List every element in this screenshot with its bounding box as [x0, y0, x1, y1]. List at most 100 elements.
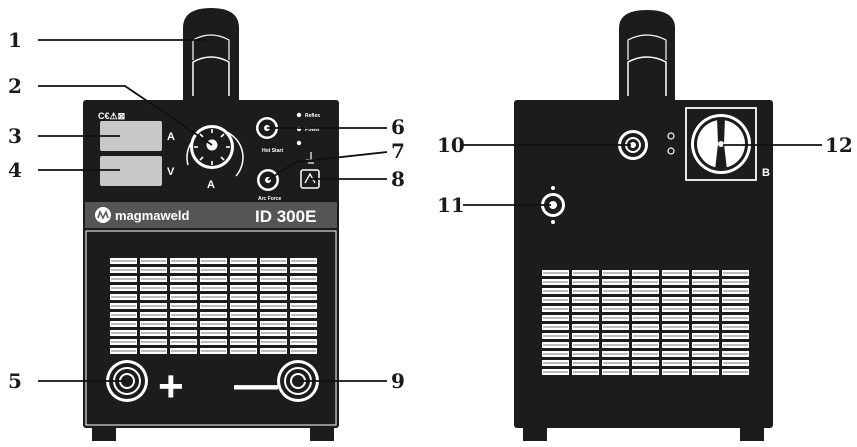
current-display-unit: A	[167, 131, 175, 143]
vent-slat	[111, 260, 136, 262]
vent-slat	[633, 344, 658, 346]
vent-slat	[261, 296, 286, 298]
front-vent-grid	[110, 258, 317, 354]
vent-slat	[603, 308, 628, 310]
front-lower-panel	[85, 230, 337, 426]
vent-slat	[663, 281, 688, 283]
vent-slat	[291, 287, 316, 289]
vent-slat	[231, 269, 256, 271]
vent-slat	[573, 335, 598, 337]
vent-slat	[693, 353, 718, 355]
vent-slat	[723, 272, 748, 274]
vent-slat	[633, 290, 658, 292]
vent-slat	[663, 308, 688, 310]
vent-slat	[723, 344, 748, 346]
vent-slat	[291, 332, 316, 334]
front-foot-left	[92, 427, 116, 441]
vent-slat	[201, 278, 226, 280]
vent-slat	[633, 281, 658, 283]
vent-slat	[543, 281, 568, 283]
vent-slat	[171, 314, 196, 316]
vent-slat	[603, 353, 628, 355]
vent-slat	[543, 326, 568, 328]
callout-2: 2	[8, 74, 213, 146]
vent-slat	[261, 278, 286, 280]
vent-slat	[141, 269, 166, 271]
vent-slat	[141, 332, 166, 334]
vent-slat	[573, 362, 598, 364]
vent-slat	[573, 281, 598, 283]
led-reflex-label: Reflex	[305, 113, 320, 119]
vent-slat	[141, 287, 166, 289]
vent-slat	[111, 314, 136, 316]
minus-symbol: —	[234, 360, 278, 409]
vent-slat	[201, 323, 226, 325]
model-name: ID 300E	[255, 207, 316, 226]
vent-slat	[201, 341, 226, 343]
callout-1: 1	[8, 28, 205, 52]
vent-slat	[231, 278, 256, 280]
vent-slat	[291, 278, 316, 280]
vent-slat	[633, 353, 658, 355]
vent-slat	[291, 314, 316, 316]
vent-slat	[603, 326, 628, 328]
vent-slat	[633, 308, 658, 310]
vent-slat	[141, 350, 166, 352]
callout-12: 12	[723, 133, 853, 157]
vent-slat	[723, 308, 748, 310]
vent-slat	[543, 371, 568, 373]
callout-6: 6	[267, 115, 405, 139]
vent-slat	[633, 299, 658, 301]
front-unit: C€⚠⊠ A V A	[83, 8, 339, 441]
vent-slat	[723, 317, 748, 319]
vent-slat	[573, 299, 598, 301]
callout-2-label: 2	[8, 74, 22, 98]
vent-slat	[633, 335, 658, 337]
vent-slat	[171, 323, 196, 325]
callout-8: 8	[310, 167, 405, 191]
callout-9: 9	[300, 369, 405, 393]
callout-8-label: 8	[391, 167, 405, 191]
vent-slat	[231, 305, 256, 307]
vent-slat	[573, 290, 598, 292]
rear-vent-grid	[542, 270, 749, 375]
vent-slat	[261, 305, 286, 307]
vent-slat	[111, 296, 136, 298]
vent-slat	[693, 272, 718, 274]
vent-slat	[663, 290, 688, 292]
vent-slat	[171, 341, 196, 343]
vent-slat	[261, 350, 286, 352]
vent-slat	[231, 287, 256, 289]
minus-terminal[interactable]	[277, 360, 319, 402]
vent-slat	[171, 260, 196, 262]
rear-handle	[619, 10, 675, 100]
callout-3: 3	[8, 124, 120, 148]
vent-slat	[663, 344, 688, 346]
vent-slat	[663, 272, 688, 274]
vent-slat	[231, 296, 256, 298]
brand-logo-icon	[95, 207, 111, 223]
vent-slat	[543, 353, 568, 355]
callout-7: 7	[267, 139, 405, 181]
rear-screw-bottom	[667, 147, 675, 155]
vent-slat	[573, 272, 598, 274]
voltage-display	[100, 156, 162, 186]
main-power-switch[interactable]	[685, 107, 757, 181]
vent-slat	[723, 362, 748, 364]
power-cable-inlet[interactable]	[541, 186, 565, 224]
gas-connector[interactable]	[618, 130, 648, 160]
vent-slat	[231, 260, 256, 262]
vent-slat	[171, 269, 196, 271]
vent-slat	[111, 269, 136, 271]
vent-slat	[201, 332, 226, 334]
vent-slat	[693, 344, 718, 346]
hot-start-label: Hot Start	[262, 148, 283, 154]
callout-12-label: 12	[825, 133, 853, 157]
plus-terminal[interactable]	[106, 360, 148, 402]
vent-slat	[141, 323, 166, 325]
vent-slat	[693, 317, 718, 319]
vent-slat	[261, 287, 286, 289]
front-handle	[183, 8, 239, 100]
vent-slat	[663, 353, 688, 355]
